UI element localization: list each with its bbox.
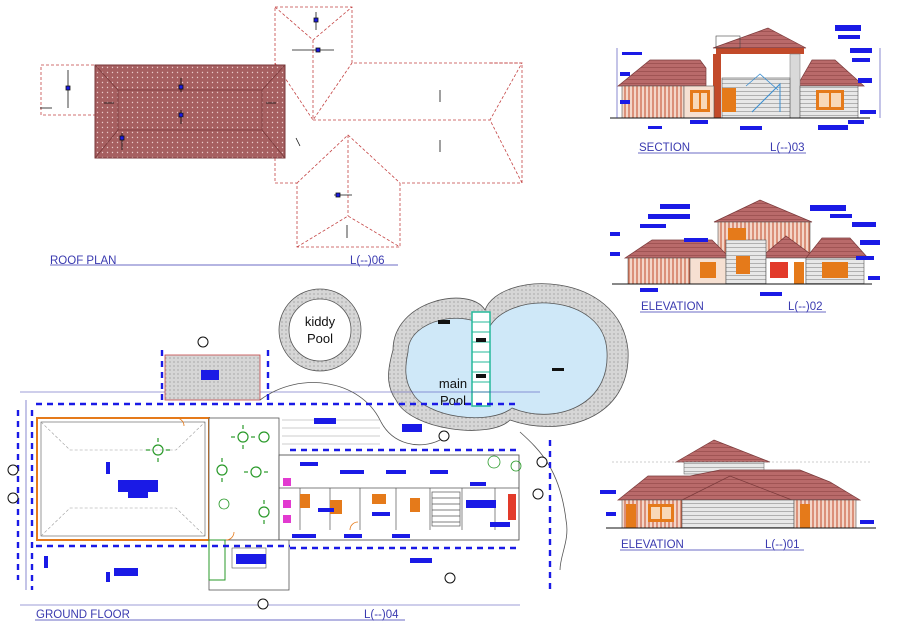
elevation-02-drawing: ELEVATION L(--)02: [610, 199, 880, 313]
kiddy-pool: kiddy Pool: [278, 288, 362, 372]
elevation-01-drawing: ELEVATION L(--)01: [600, 439, 876, 551]
section-drawing: SECTION L(--)03: [610, 25, 881, 154]
roof-plan-drawing: ROOF PLAN L(--)06: [40, 6, 523, 267]
main-pool: main Pool: [388, 283, 629, 431]
ground-floor-title: GROUND FLOOR: [36, 609, 130, 621]
elevation-02-title: ELEVATION: [641, 301, 704, 313]
section-title: SECTION: [639, 142, 690, 154]
elevation-01-title: ELEVATION: [621, 539, 684, 551]
north-arrow-icon: [7, 336, 548, 610]
table-chairs-icon: [146, 425, 270, 524]
roof-plan-title: ROOF PLAN: [50, 255, 116, 267]
kiddy-pool-label-1: kiddy: [305, 314, 336, 329]
tree-icon: [218, 455, 522, 510]
roof-plan-ref: L(--)06: [350, 255, 385, 267]
section-ref: L(--)03: [770, 142, 805, 154]
elevation-01-ref: L(--)01: [765, 539, 800, 551]
ground-floor-ref: L(--)04: [364, 609, 399, 621]
main-pool-label-1: main: [439, 376, 467, 391]
kiddy-pool-label-2: Pool: [307, 331, 333, 346]
door-swing-icon: [175, 417, 359, 541]
elevation-02-ref: L(--)02: [788, 301, 823, 313]
ground-floor-plan: GROUND FLOOR L(--)04: [7, 336, 568, 621]
main-pool-label-2: Pool: [440, 393, 466, 408]
